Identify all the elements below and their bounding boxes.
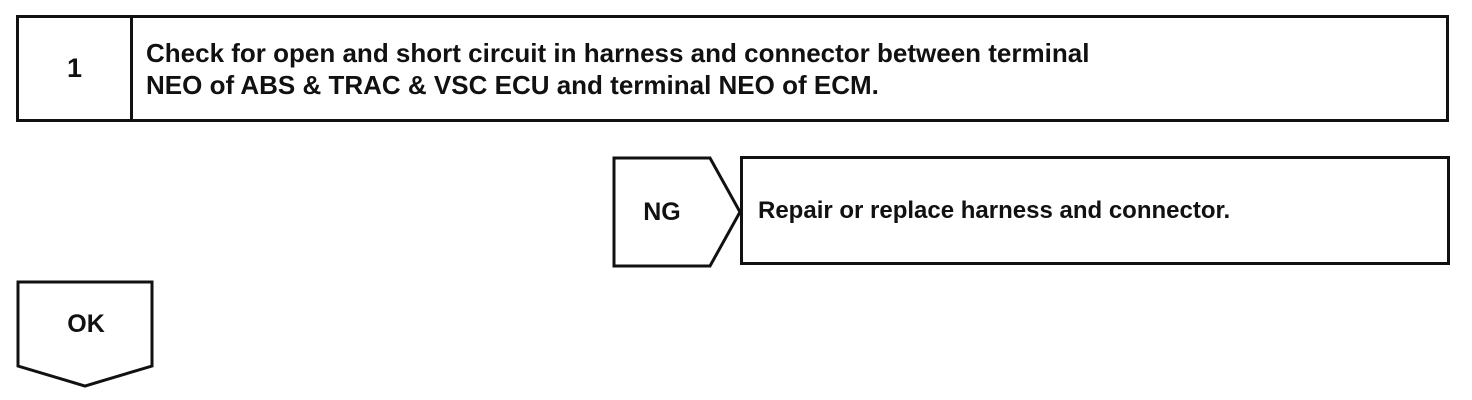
right-arrow-tag-icon <box>612 156 742 268</box>
ng-label: NG <box>643 197 681 226</box>
ng-action-box: Repair or replace harness and connector. <box>740 156 1450 265</box>
step-description-line-1: Check for open and short circuit in harn… <box>146 38 1090 68</box>
ng-action-text: Repair or replace harness and connector. <box>758 196 1231 224</box>
step-box: 1 Check for open and short circuit in ha… <box>16 15 1449 122</box>
step-description: Check for open and short circuit in harn… <box>133 18 1446 119</box>
ng-arrow-tag: NG <box>612 156 744 268</box>
ok-label: OK <box>67 310 105 338</box>
step-number: 1 <box>19 18 133 119</box>
step-description-line-2: NEO of ABS & TRAC & VSC ECU and terminal… <box>146 70 879 100</box>
down-arrow-tag-icon <box>16 280 154 388</box>
ok-arrow-tag: OK <box>16 280 156 390</box>
